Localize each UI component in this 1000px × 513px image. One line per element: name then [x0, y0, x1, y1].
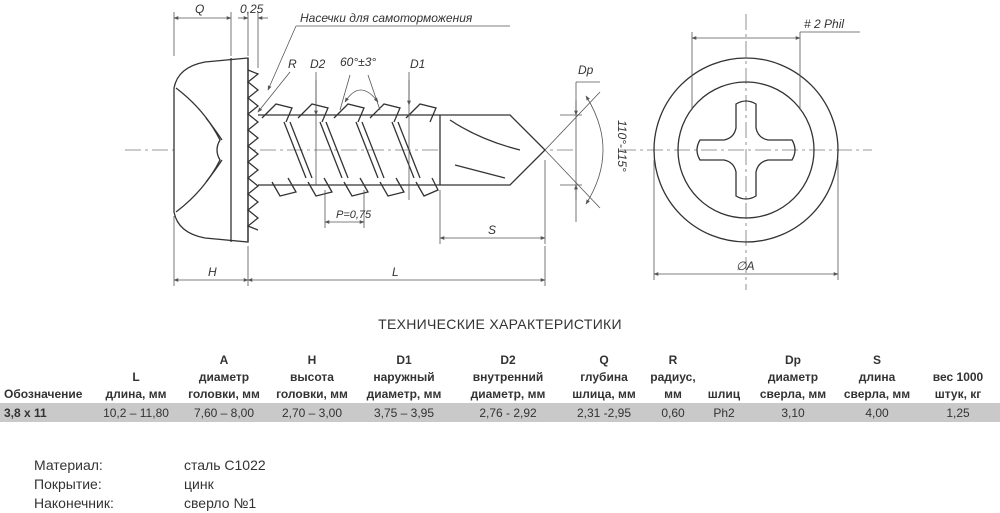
- property-row: Наконечник: сверло №1: [34, 494, 266, 513]
- label-phil: # 2 Phil: [804, 17, 844, 31]
- property-row: Материал: сталь С1022: [34, 456, 266, 475]
- screw-head: [173, 57, 249, 243]
- dimensions: [173, 12, 604, 286]
- label-s: S: [488, 223, 496, 237]
- label-tip-angle: 110°-115°: [615, 120, 629, 172]
- properties-list: Материал: сталь С1022 Покрытие: цинк Нак…: [34, 456, 266, 513]
- table-cell: 2,70 – 3,00: [270, 403, 354, 422]
- label-pitch: P=0,75: [336, 209, 372, 221]
- table-cell: 3,8 x 11: [0, 403, 94, 422]
- label-q: Q: [195, 2, 204, 16]
- table-row: 3,8 x 11 10,2 – 11,80 7,60 – 8,00 2,70 –…: [0, 403, 1000, 422]
- table-cell: 1,25: [916, 403, 1000, 422]
- head-inner-circle: [677, 81, 815, 219]
- label-dia-a: ∅A: [736, 259, 754, 273]
- front-view: [620, 14, 872, 290]
- label-r: R: [288, 57, 297, 71]
- property-value: сталь С1022: [184, 457, 266, 473]
- table-cell: 4,00: [838, 403, 916, 422]
- label-h: H: [208, 265, 217, 279]
- property-key: Наконечник:: [34, 495, 114, 511]
- col-header: Обозначение: [4, 387, 83, 401]
- col-header: шлиц: [707, 387, 741, 401]
- drawing-labels: Q 0,25 Насечки для самоторможения R D2 6…: [195, 2, 844, 279]
- specs-title: ТЕХНИЧЕСКИЕ ХАРАКТЕРИСТИКИ: [378, 316, 622, 332]
- property-key: Покрытие:: [34, 476, 102, 492]
- table-cell: 10,2 – 11,80: [94, 403, 178, 422]
- label-l: L: [392, 265, 399, 279]
- table-cell: 2,31 -2,95: [562, 403, 646, 422]
- property-row: Покрытие: цинк: [34, 475, 266, 494]
- phillips-recess: [696, 100, 796, 200]
- label-note: Насечки для самоторможения: [300, 11, 473, 25]
- head-outer-circle: [653, 57, 839, 243]
- table-cell: 2,76 - 2,92: [454, 403, 562, 422]
- thread-crests: [261, 103, 439, 197]
- table-cell: 3,10: [748, 403, 838, 422]
- label-gap: 0,25: [240, 2, 264, 16]
- table-cell: 3,75 – 3,95: [354, 403, 454, 422]
- serrations: [246, 69, 260, 231]
- screw-drawing: Q 0,25 Насечки для самоторможения R D2 6…: [125, 2, 872, 290]
- table-cell: 0,60: [646, 403, 700, 422]
- table-cell: 7,60 – 8,00: [178, 403, 270, 422]
- table-cell: Ph2: [700, 403, 748, 422]
- label-d2: D2: [310, 57, 326, 71]
- property-key: Материал:: [34, 457, 103, 473]
- property-value: цинк: [184, 476, 214, 492]
- label-dp: Dp: [578, 63, 594, 77]
- label-angle: 60°±3°: [340, 55, 376, 69]
- label-d1: D1: [410, 57, 425, 71]
- front-dimensions: [653, 31, 860, 280]
- property-value: сверло №1: [184, 495, 257, 511]
- side-view: [125, 57, 575, 243]
